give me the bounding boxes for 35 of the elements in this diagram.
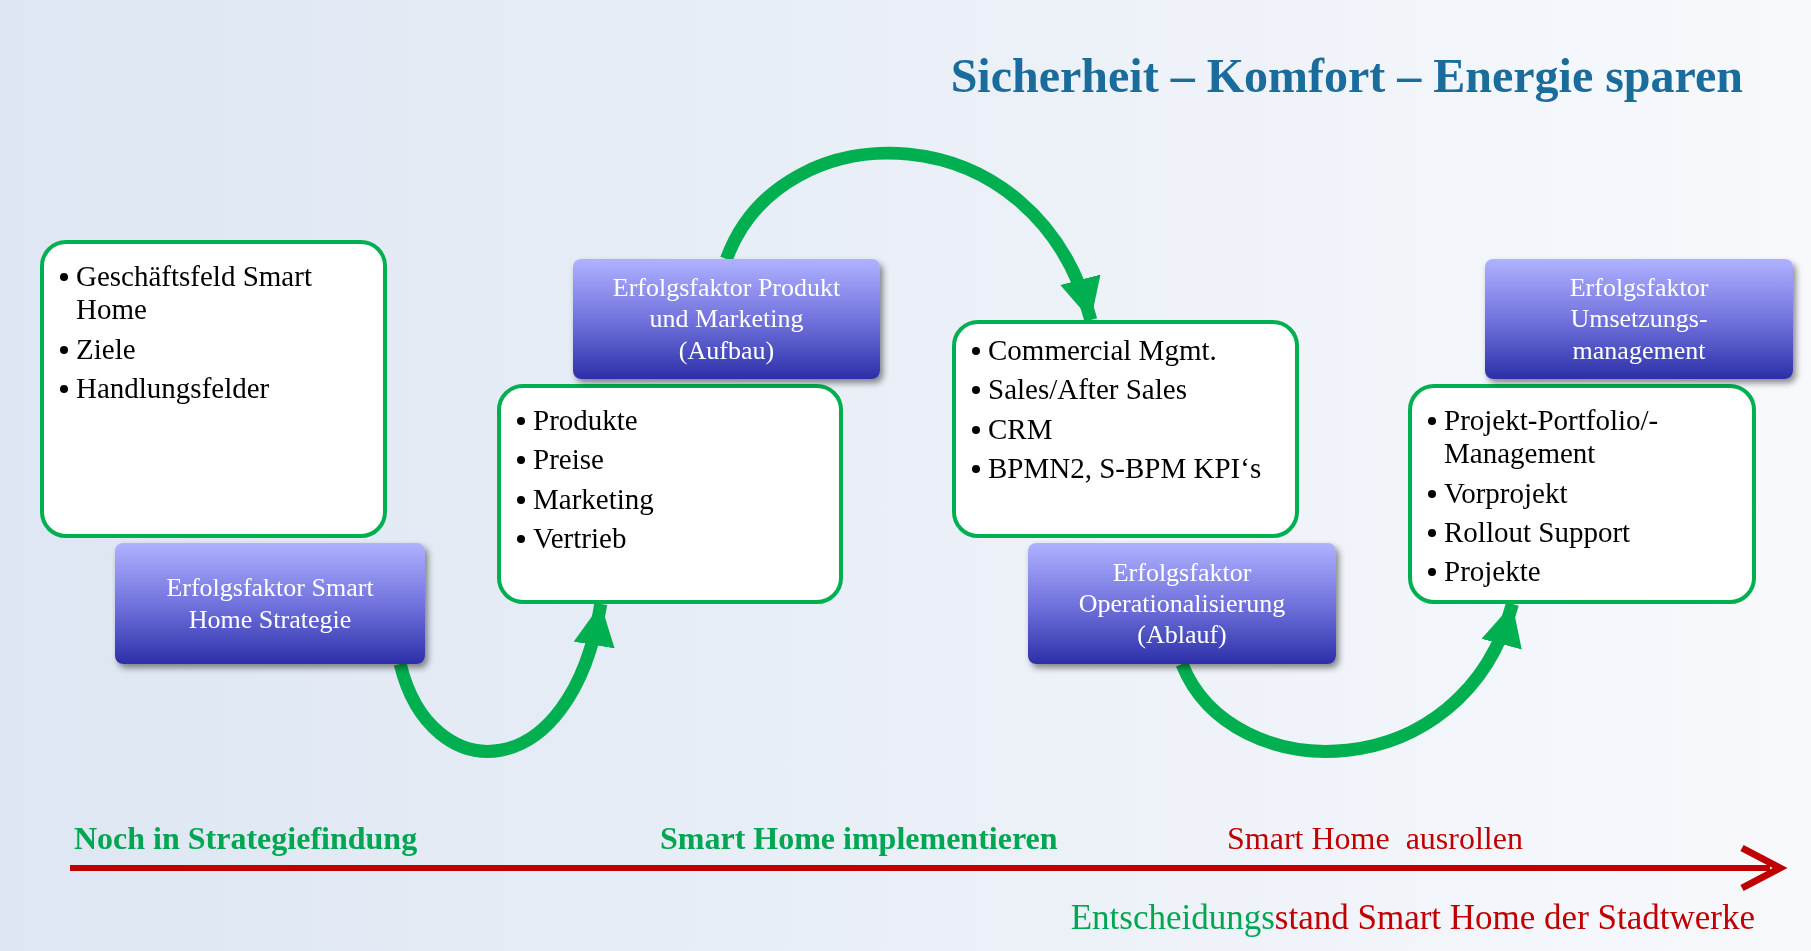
caption-text: Entscheidungs xyxy=(1070,900,1275,935)
bullet-item: Commercial Mgmt. xyxy=(988,334,1217,368)
factor-box xyxy=(115,543,425,664)
factor-box xyxy=(1485,259,1793,379)
title: Sicherheit – Komfort – Energie sparen xyxy=(950,48,1743,104)
phase-label: Noch in Strategiefindung xyxy=(74,822,418,854)
content-box xyxy=(952,320,1299,538)
bullet-item: Projekt-Portfolio/-Management xyxy=(1444,404,1660,471)
bullet-item: Produkte xyxy=(533,404,638,438)
bullet-item: Handlungsfelder xyxy=(76,372,270,406)
bullet-item: BPMN2, S-BPM KPI‘s xyxy=(988,452,1262,486)
content-box xyxy=(40,240,387,538)
bullet-item: Marketing xyxy=(533,482,654,517)
bullet-item: Preise xyxy=(533,443,604,477)
factor-title: Erfolgsfaktor Umsetzungs-management xyxy=(1568,272,1710,366)
bullet-item: Rollout Support xyxy=(1444,516,1631,550)
content-box xyxy=(1408,384,1756,604)
factor-title: Erfolgsfaktor Operationalisierung (Ablauf) xyxy=(1077,556,1287,651)
factor-box xyxy=(573,259,880,379)
bullet-item: Projekte xyxy=(1444,555,1541,589)
factor-box xyxy=(1028,543,1336,664)
bullet-item: CRM xyxy=(988,412,1053,447)
curved-arrow xyxy=(1176,601,1519,758)
phase-label: Smart Home ausrollen xyxy=(1227,822,1523,854)
bullet-item: Geschäftsfeld Smart Home xyxy=(76,260,313,327)
bullet-item: Sales/After Sales xyxy=(988,373,1187,407)
bullet-item: Ziele xyxy=(76,332,136,367)
factor-title: Erfolgsfaktor Produkt und Marketing (Aufbau) xyxy=(611,272,842,366)
bullet-item: Vertrieb xyxy=(533,522,627,556)
phase-label: Smart Home implementieren xyxy=(660,822,1058,854)
bullet-item: Vorprojekt xyxy=(1444,476,1568,511)
caption-text: stand Smart Home der Stadtwerke xyxy=(1274,900,1755,935)
curved-arrow xyxy=(394,602,612,758)
content-box xyxy=(497,384,843,604)
factor-title: Erfolgsfaktor Smart Home Strategie xyxy=(165,572,375,635)
